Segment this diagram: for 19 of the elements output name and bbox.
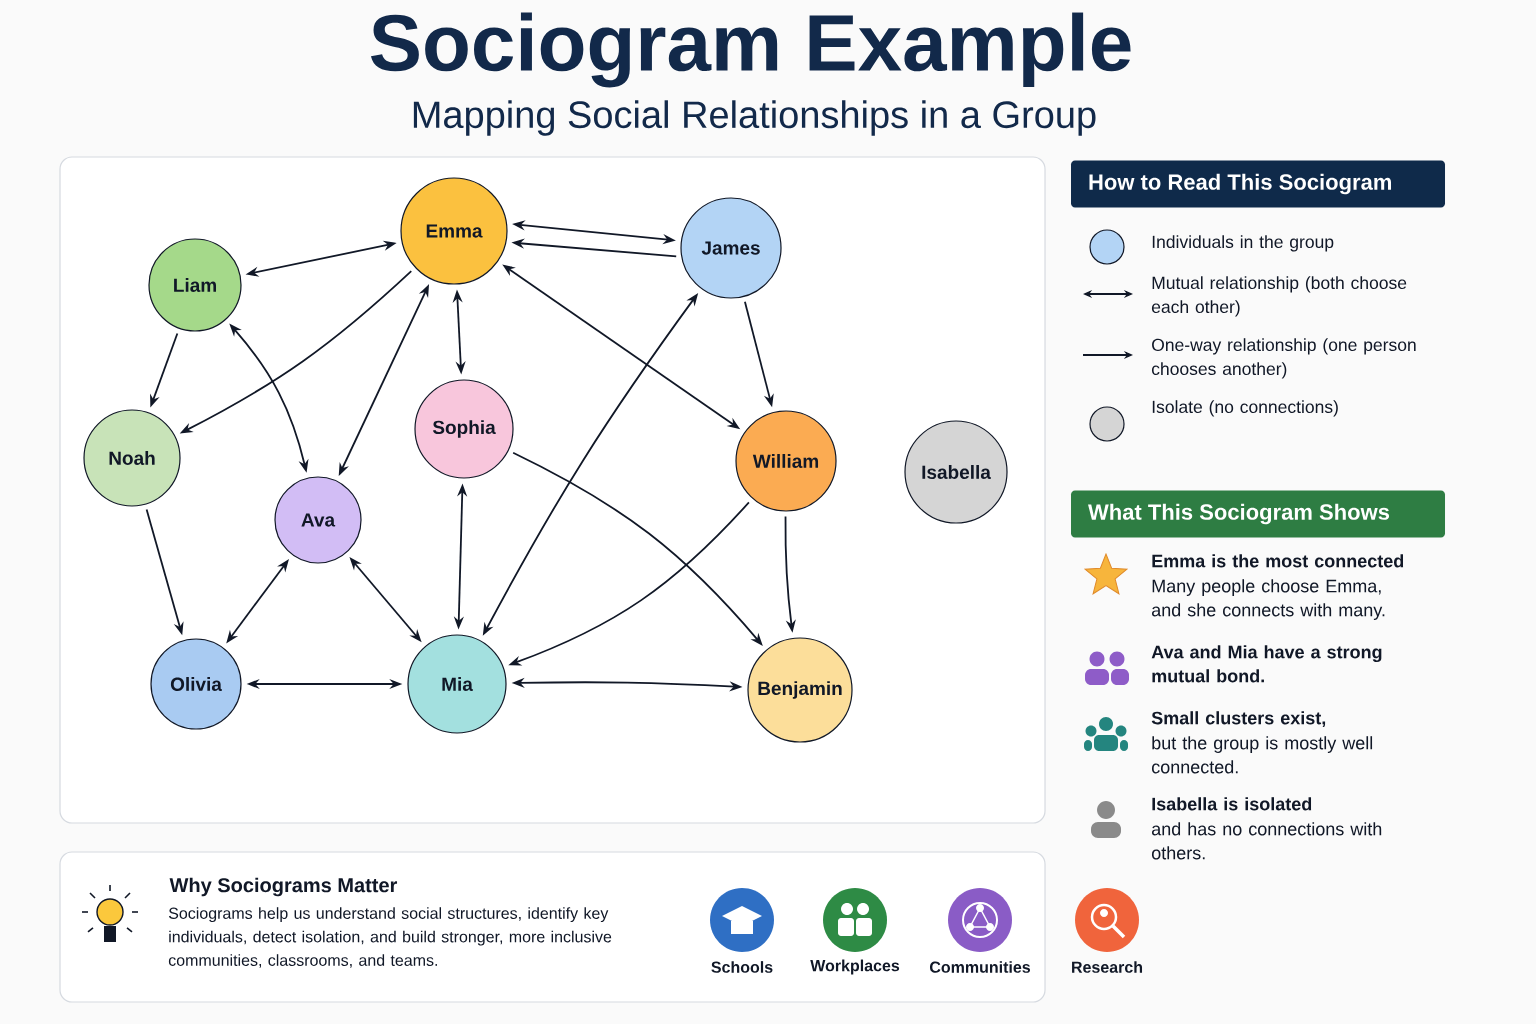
icon-label: Communities [930, 961, 1030, 973]
finding-text: Ava and Mia have a strong mutual bond. [1151, 645, 1382, 683]
section-header: How to Read This Sociogram [1071, 160, 1445, 208]
subtitle: Mapping Social Relationships in a Group [413, 100, 1096, 136]
section-header: What This Sociogram Shows [1071, 490, 1445, 538]
title: Sociogram Example [370, 12, 1131, 88]
finding-text: and has no connections with others. [1151, 822, 1382, 860]
finding-text: Small clusters exist, [1151, 711, 1326, 728]
icon-label: Research [1072, 961, 1143, 973]
legend-text: One-way relationship (one person chooses another) [1151, 338, 1416, 379]
finding-text: Emma is the most connected [1152, 554, 1404, 568]
finding-text: Isabella is isolated [1152, 797, 1312, 811]
icon-label: Workplaces [810, 959, 900, 975]
finding-text: Many people choose Emma, and she connects with many. [1152, 579, 1385, 620]
icon-label: Schools [711, 961, 773, 973]
legend-text: Mutual relationship (both choose each other) [1151, 276, 1407, 317]
legend-text: Isolate (no connections) [1152, 400, 1338, 417]
finding-text: but the group is mostly well connected. [1152, 736, 1373, 774]
legend-text: Individuals in the group [1152, 235, 1334, 252]
